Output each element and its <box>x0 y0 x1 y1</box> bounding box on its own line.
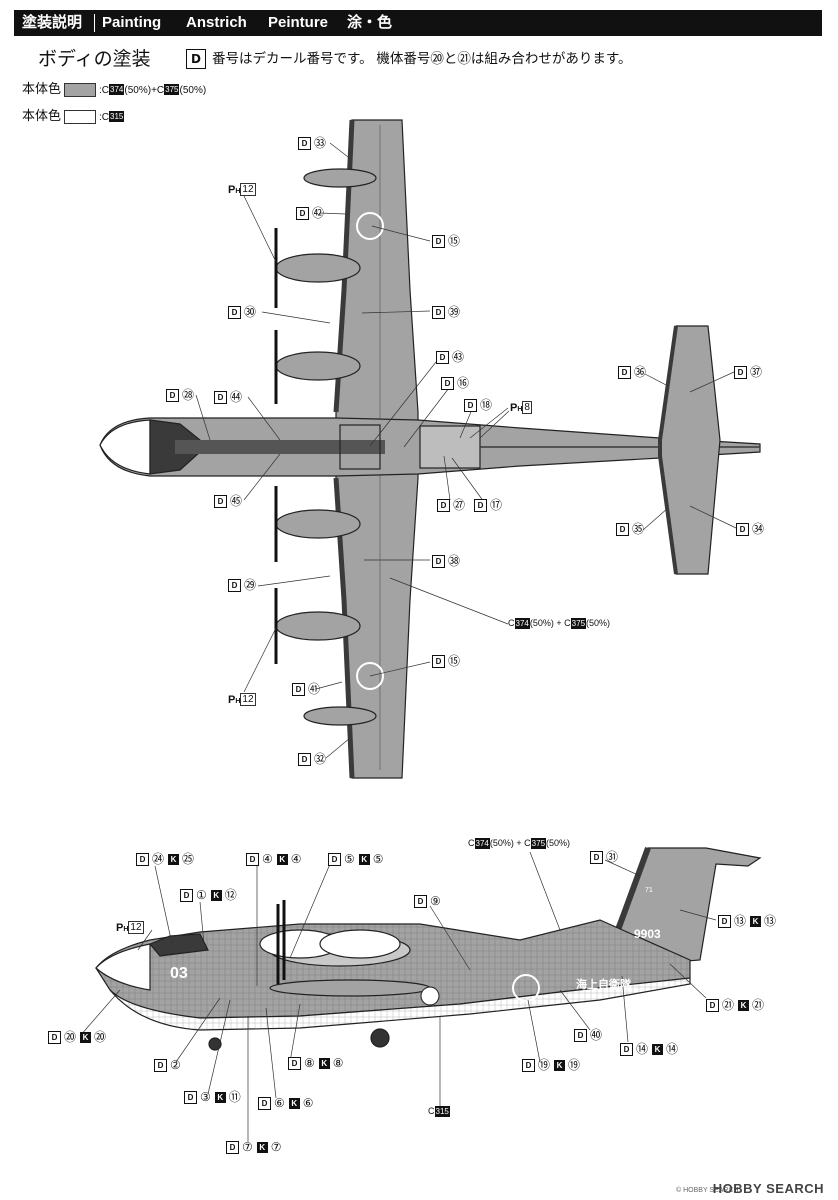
legend-prefix: :C <box>99 112 110 123</box>
white-swatch <box>64 109 97 124</box>
paint-code: 315 <box>109 111 125 123</box>
side-float <box>269 979 431 997</box>
watermark: HOBBY SEARCH <box>712 1181 824 1196</box>
instruction-header: 塗装説明 Painting Anstrich Peinture 涂・色 <box>14 10 822 36</box>
header-title-zh: 涂・色 <box>347 14 393 31</box>
section-title: ボディの塗装 <box>38 49 151 70</box>
legend-gray: 本体色:C374(50%)+C375(50%) <box>22 80 206 98</box>
side-paint-mix: C374(50%) + C375(50%) <box>468 838 571 850</box>
side-leader-lines <box>79 851 717 1142</box>
wing-float <box>303 168 377 188</box>
paint-pct: (50%) <box>124 85 152 96</box>
side-landing-gear <box>370 1028 390 1048</box>
side-hull <box>109 977 691 1031</box>
paint-pct: (50%) <box>179 85 207 96</box>
top-view-plane <box>99 119 761 779</box>
wing-float <box>303 706 377 726</box>
roundel <box>356 662 384 690</box>
engine-nacelle <box>275 509 361 539</box>
decal-note-text: 番号はデカール番号です。 機体番号⑳と㉑は組み合わせがあります。 <box>212 51 632 66</box>
tail-code: 71 <box>645 887 653 894</box>
engine-nacelle <box>275 253 361 283</box>
header-title-de: Anstrich <box>186 14 247 31</box>
roundel <box>356 212 384 240</box>
decal-icon: D <box>186 49 206 70</box>
decal-note: D 番号はデカール番号です。 機体番号⑳と㉑は組み合わせがあります。 <box>186 47 632 70</box>
legend-plus: +C <box>151 85 165 96</box>
engine-nacelle <box>275 611 361 641</box>
engine-nacelle <box>275 351 361 381</box>
side-paint-c315: C315 <box>428 1106 450 1118</box>
legend-label: 本体色 <box>22 81 62 96</box>
side-roundel <box>512 974 540 1002</box>
header-divider <box>94 14 95 32</box>
side-landing-gear <box>208 1037 222 1051</box>
top-leader-lines <box>195 142 737 759</box>
header-title-fr: Peinture <box>268 14 329 31</box>
nose-radome <box>99 419 151 475</box>
gray-swatch <box>64 82 97 97</box>
paint-code: 375 <box>164 84 180 96</box>
side-roundel-light <box>420 986 440 1006</box>
legend-white: 本体色 :C315 <box>22 107 125 125</box>
fuselage-text: 海上自衛隊 <box>576 977 632 991</box>
header-title-en: Painting <box>102 14 162 31</box>
legend-prefix: :C <box>99 85 110 96</box>
copyright: © HOBBY SEARCH <box>676 1187 739 1194</box>
side-nose <box>95 943 151 991</box>
paint-code: 374 <box>109 84 125 96</box>
legend-label: 本体色 <box>22 108 62 123</box>
header-title-ja: 塗装説明 <box>22 14 83 31</box>
side-view-plane <box>95 846 762 1051</box>
top-paint-mix: C374(50%) + C375(50%) <box>508 618 611 630</box>
side-engine <box>319 929 401 959</box>
tail-number: 9903 <box>634 927 661 941</box>
nose-number: 03 <box>170 965 188 982</box>
